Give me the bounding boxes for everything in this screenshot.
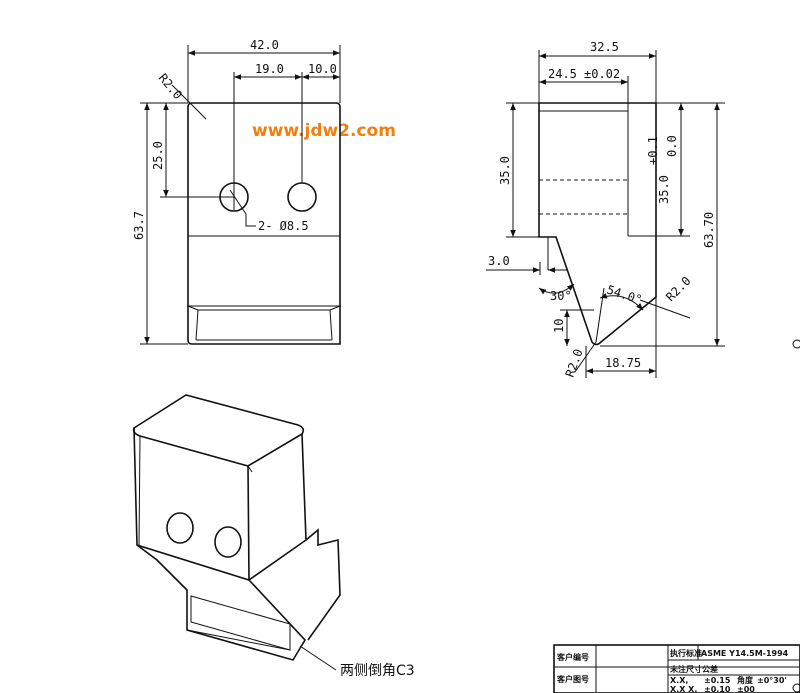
dim-slot-tol: ±0.02 xyxy=(584,67,620,81)
front-view: 42.0 19.0 10.0 R2.0 25.0 63.7 2- Ø8.5 xyxy=(132,38,341,345)
dim-hole-edge: 10.0 xyxy=(308,62,337,76)
iso-front-face xyxy=(133,427,250,582)
radius-leader-right xyxy=(639,299,691,319)
chamfer-note-leader xyxy=(299,645,337,671)
front-radius-leader xyxy=(171,84,207,120)
side-view: 32.5 24.5 ±0.02 35.0 35.0 +0.1 0.0 63.70… xyxy=(486,40,725,379)
standard-label: 执行标准 xyxy=(670,648,702,658)
iso-hole-left xyxy=(166,512,194,544)
dim-slot-depth: 35.0 xyxy=(498,156,512,185)
angle-ref-line xyxy=(595,287,605,343)
iso-slot-face xyxy=(190,595,291,651)
iso-view: 两侧倒角C3 xyxy=(132,394,415,679)
title-block: 客户编号 客户图号 执行标准 ASME Y14.5M-1994 未注尺寸公差 X… xyxy=(553,644,800,693)
iso-top-face xyxy=(132,394,305,467)
dim-tip-height: 10 xyxy=(552,319,566,333)
tol-xx-value: ±0.15 xyxy=(704,676,731,685)
chamfer-note: 两侧倒角C3 xyxy=(340,663,415,679)
dim-angle-30: 30° xyxy=(550,289,572,303)
tol-xxx-value: ±0.10 xyxy=(704,685,731,693)
angle-value: ±0°30' xyxy=(757,676,787,685)
edge-mark-top xyxy=(792,339,800,349)
front-slot-side-left xyxy=(195,309,199,341)
hole-callout-leader xyxy=(229,189,256,227)
customer-no-label: 客户编号 xyxy=(556,652,589,662)
iso-hole-right xyxy=(214,526,242,558)
dim-width: 42.0 xyxy=(250,38,279,52)
extra-value: ±00 xyxy=(737,685,755,693)
dim-side-overall: 63.70 xyxy=(702,212,716,248)
angle-arc-30 xyxy=(538,283,575,295)
dim-depth-tol-lower: 0.0 xyxy=(665,135,679,157)
dim-slot-width: 24.5 xyxy=(548,67,577,81)
iso-bevel-left xyxy=(138,435,141,547)
tol-xxx-label: X.X X, xyxy=(670,685,697,693)
hole-callout: 2- Ø8.5 xyxy=(258,219,309,233)
title-block-frame xyxy=(553,644,800,693)
iso-bevel-corner xyxy=(247,465,253,473)
dim-angle-54: 54.0° xyxy=(605,283,644,307)
front-slot-chamfer-left xyxy=(187,305,199,311)
angle-arc-54 xyxy=(599,293,644,311)
dim-radius-right: R2.0 xyxy=(663,274,693,304)
front-view-outline xyxy=(187,102,341,345)
dim-step: 3.0 xyxy=(488,254,510,268)
side-view-outline xyxy=(538,102,657,346)
dim-side-width: 32.5 xyxy=(590,40,619,54)
front-slot-chamfer-right xyxy=(329,305,341,311)
front-hole-right xyxy=(287,182,317,212)
dim-depth-tol-upper: +0.1 xyxy=(646,136,660,165)
customer-drawing-label: 客户图号 xyxy=(556,674,589,684)
iso-right-step xyxy=(305,528,341,641)
dim-depth-right: 35.0 xyxy=(657,175,671,204)
watermark-text: www.jdw2.com xyxy=(252,121,396,141)
iso-slot-edge xyxy=(186,629,291,651)
dim-overall-height: 63.7 xyxy=(132,211,146,240)
tol-xx-label: X.X, xyxy=(670,676,688,685)
front-slot-side-right xyxy=(329,309,333,341)
dim-tip-width: 18.75 xyxy=(605,356,641,370)
dim-radius-bottom: R2.0 xyxy=(563,347,586,379)
iso-lower-body xyxy=(136,544,306,661)
tol-header: 未注尺寸公差 xyxy=(669,664,718,674)
dim-hole-height: 25.0 xyxy=(151,141,165,170)
dim-hole-spacing: 19.0 xyxy=(255,62,284,76)
angle-label: 角度 xyxy=(737,675,754,685)
standard-value: ASME Y14.5M-1994 xyxy=(701,649,789,658)
edge-mark-bottom xyxy=(792,683,800,693)
iso-right-face xyxy=(248,433,307,581)
front-corner-radius: R2.0 xyxy=(156,71,185,102)
